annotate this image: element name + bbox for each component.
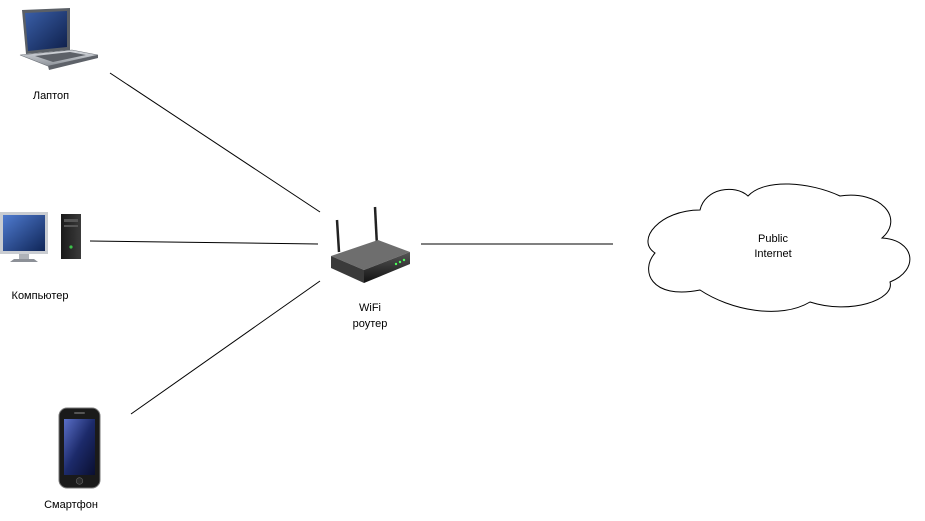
laptop-label: Лаптоп: [33, 90, 69, 102]
computer-label: Компьютер: [12, 290, 69, 302]
laptop-icon: [19, 8, 99, 70]
router-label-line2: роутер: [353, 318, 388, 330]
computer-node[interactable]: Компьютер: [0, 212, 81, 302]
connection-phone-router: [130, 280, 321, 415]
cloud-icon: [647, 183, 911, 312]
laptop-node[interactable]: Лаптоп: [19, 8, 99, 102]
smartphone-node[interactable]: Смартфон: [44, 407, 101, 511]
desktop-computer-icon: [0, 212, 81, 262]
smartphone-label: Смартфон: [44, 499, 98, 511]
smartphone-icon: [58, 407, 101, 489]
connection-computer-router: [89, 240, 319, 245]
wifi-router-icon: [331, 206, 410, 283]
internet-label-line2: Internet: [754, 248, 791, 260]
internet-label-line1: Public: [758, 233, 788, 245]
connection-laptop-router: [109, 72, 321, 213]
internet-node[interactable]: Public Internet: [647, 183, 911, 312]
connections: [89, 72, 613, 415]
router-node[interactable]: WiFi роутер: [331, 206, 410, 330]
router-label-line1: WiFi: [359, 302, 381, 314]
